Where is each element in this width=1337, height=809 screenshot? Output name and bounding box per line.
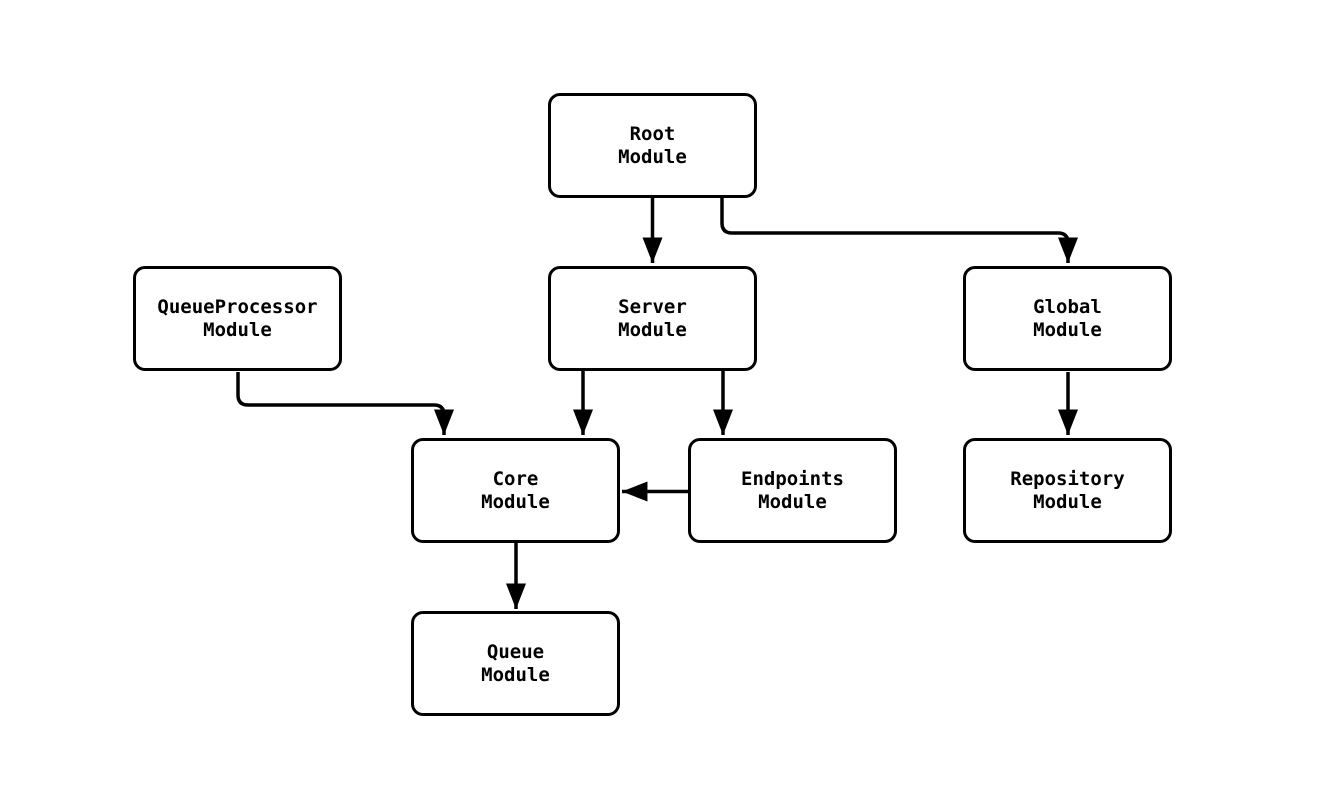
node-queue-module: Queue Module [411,611,620,716]
edge-queueProcessor-to-core [236,372,454,435]
node-label-line: Module [1033,490,1102,513]
node-label-line: Module [481,490,550,513]
node-server-module-label: Server Module [618,296,687,342]
node-queueprocessor-module-label: QueueProcessor Module [157,296,317,342]
node-label-line: Module [481,663,550,686]
node-endpoints-module: Endpoints Module [688,438,897,543]
node-label-line: Repository [1010,467,1125,490]
node-server-module: Server Module [548,266,757,371]
node-queueprocessor-module: QueueProcessor Module [133,266,342,371]
node-repository-module-label: Repository Module [1010,468,1124,514]
node-global-module-label: Global Module [1033,296,1102,342]
node-label-line: Module [618,318,687,341]
node-label-line: Server [618,295,687,318]
node-label-line: Module [618,145,687,168]
node-label-line: QueueProcessor [157,295,318,318]
node-label-line: Module [1033,318,1102,341]
node-endpoints-module-label: Endpoints Module [741,468,844,514]
edge-root-to-global [720,198,1078,263]
node-core-module: Core Module [411,438,620,543]
node-label-line: Queue [486,640,545,663]
node-root-module-label: Root Module [618,123,687,169]
node-root-module: Root Module [548,93,757,198]
node-global-module: Global Module [963,266,1172,371]
node-label-line: Core [492,467,539,490]
node-queue-module-label: Queue Module [481,641,550,687]
node-label-line: Module [203,318,272,341]
node-label-line: Global [1033,295,1102,318]
node-label-line: Module [758,490,827,513]
node-core-module-label: Core Module [481,468,550,514]
node-label-line: Root [629,122,676,145]
node-label-line: Endpoints [741,467,844,490]
node-repository-module: Repository Module [963,438,1172,543]
